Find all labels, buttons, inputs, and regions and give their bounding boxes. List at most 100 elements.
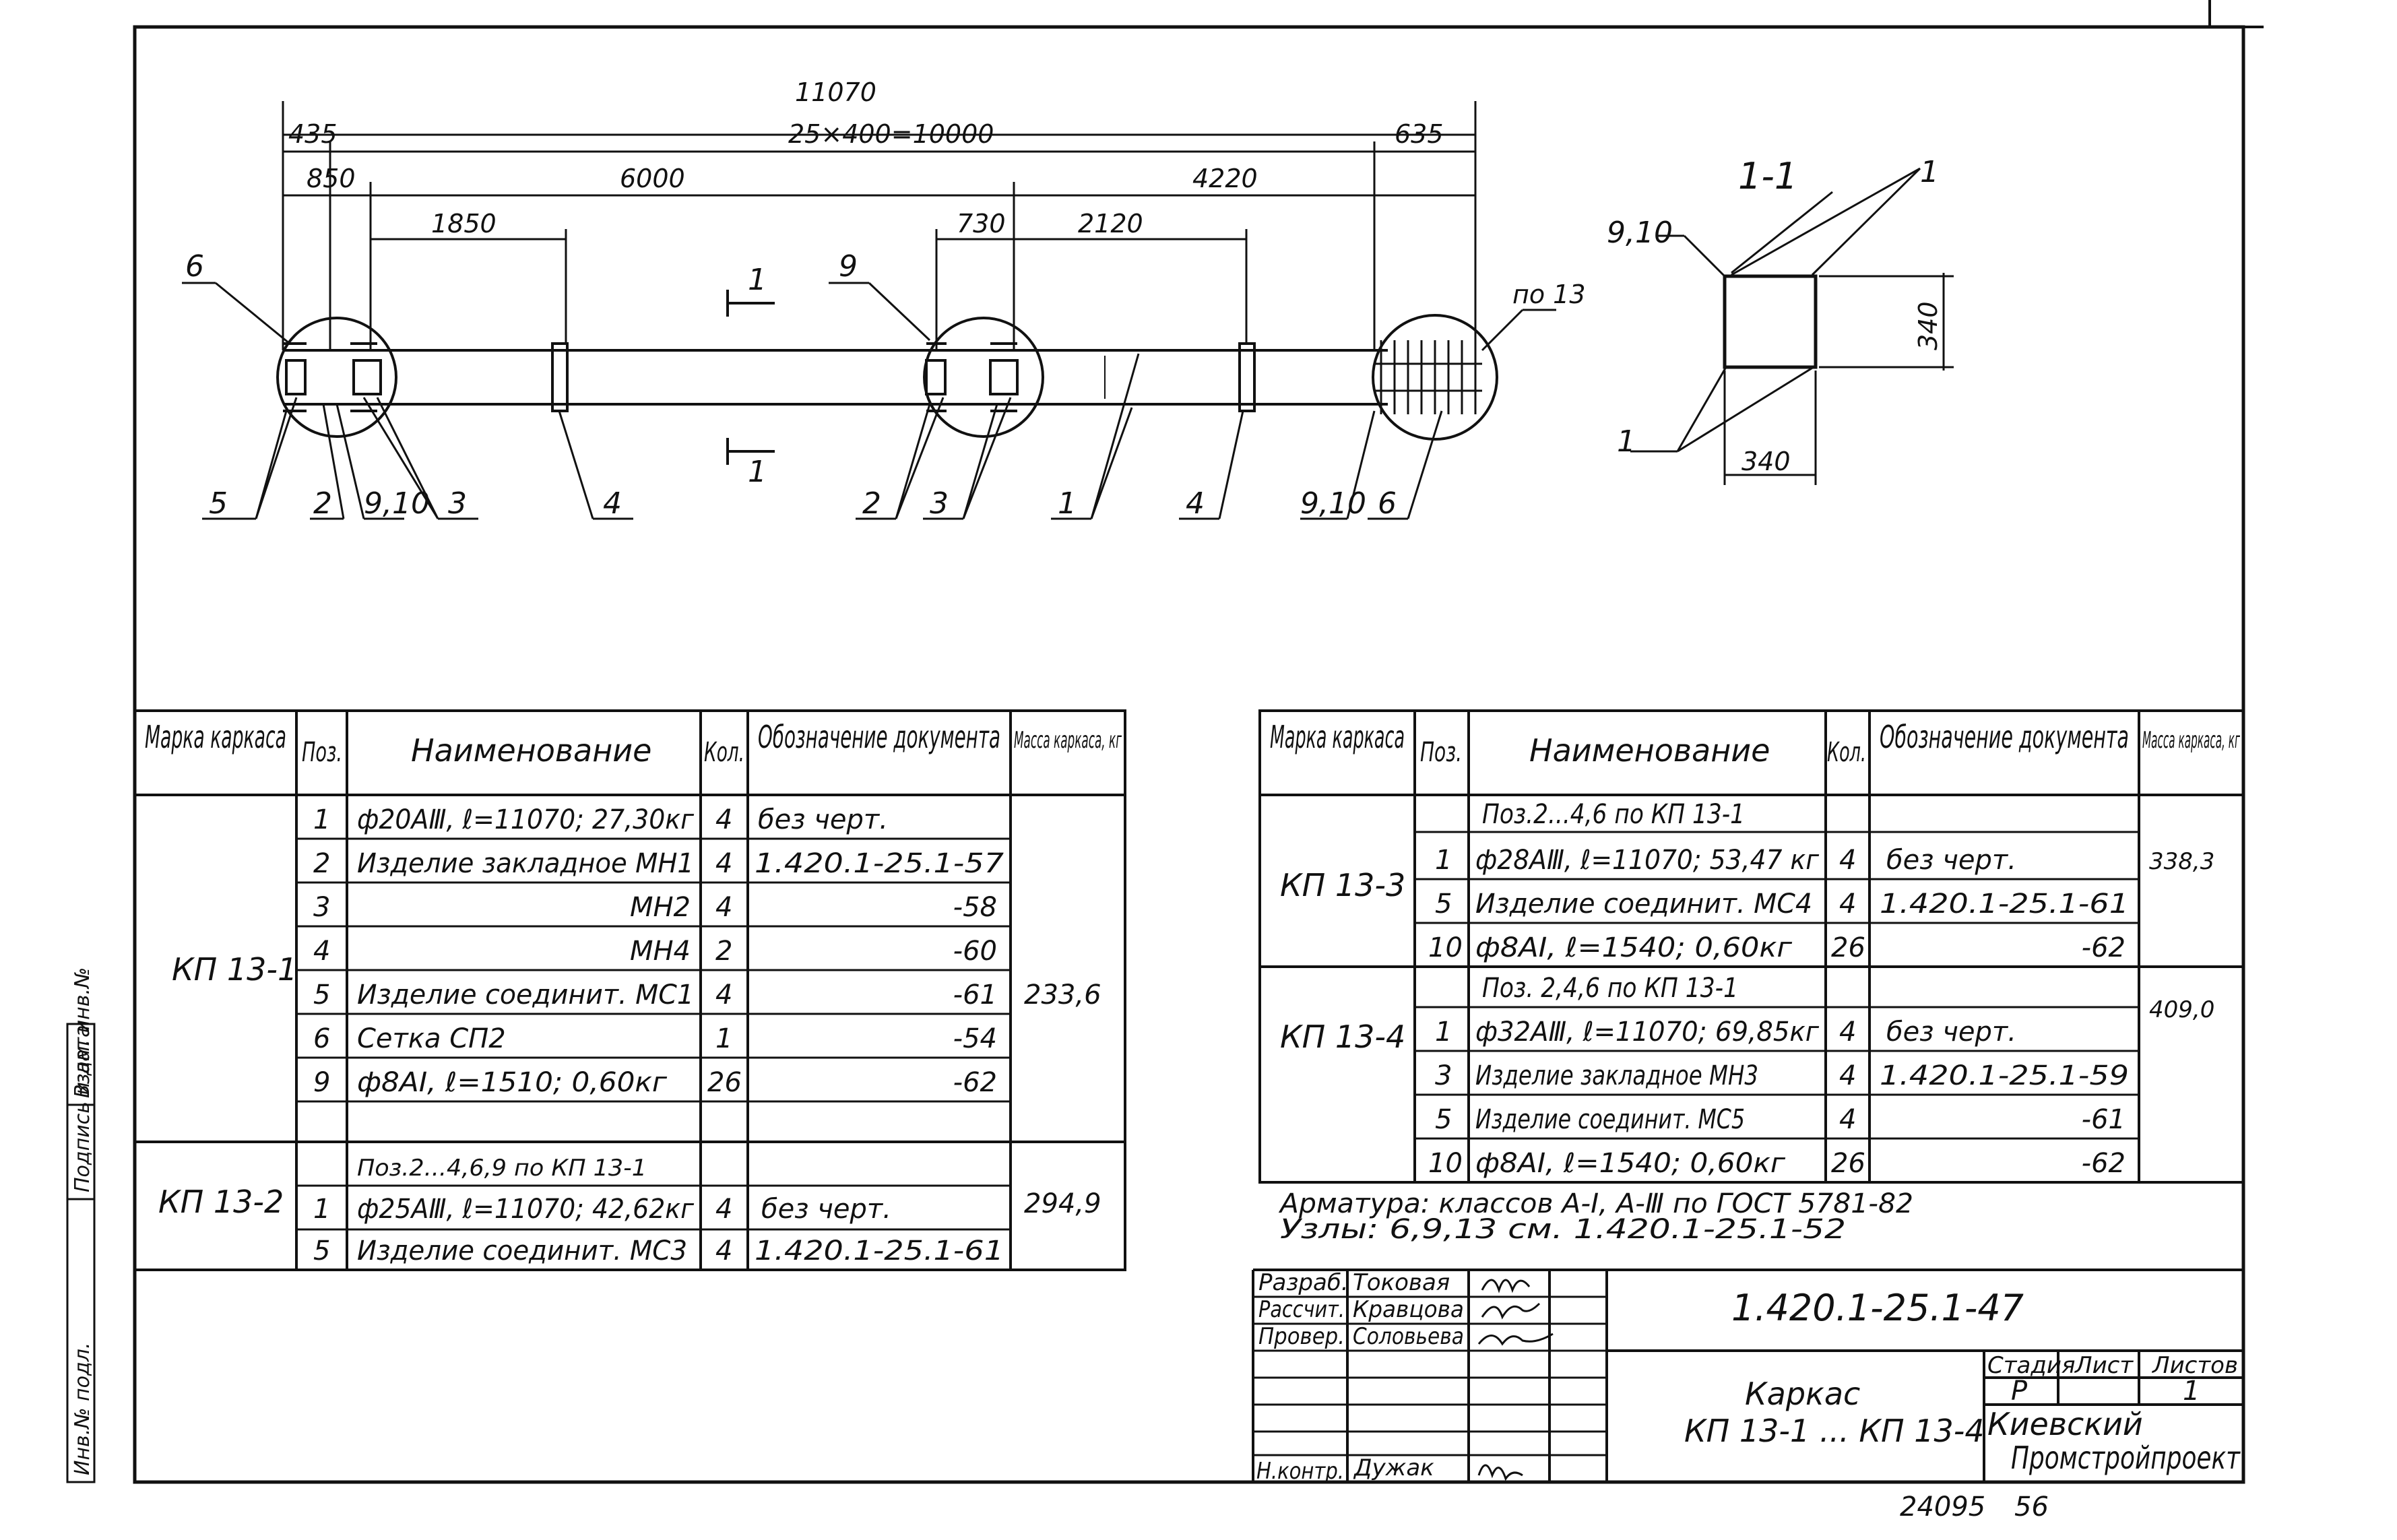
lt-r6-pos: 6	[313, 1023, 330, 1054]
section-mark-top: 1	[748, 263, 767, 297]
rt-g3-r4-qty: 26	[1831, 932, 1865, 963]
rt-header-mass: Масса каркаса, кг	[2142, 727, 2241, 754]
lt-g2-r2-name: ф25АⅢ, ℓ=11070; 42,62кг	[357, 1194, 695, 1225]
rt-g4-r4-qty: 4	[1839, 1104, 1856, 1135]
tb-org-line2: Промстройпроект	[2011, 1440, 2241, 1476]
lt-header-qty: Кол.	[704, 737, 744, 768]
dim-6000: 6000	[620, 164, 685, 193]
detail-circle-right	[1372, 314, 1498, 441]
section-label-left: 9,10	[1607, 216, 1673, 250]
lt-r7-name: ф8АⅠ, ℓ=1510; 0,60кг	[357, 1067, 668, 1098]
section-label-bottom: 1	[1617, 424, 1636, 459]
section-mark-bottom: 1	[748, 455, 767, 489]
tb-role-1: Разраб.	[1258, 1269, 1349, 1296]
lt-r2-name: Изделие закладное МН1	[357, 848, 694, 879]
lt-g2-r2-qty: 4	[715, 1194, 732, 1225]
callout-9-10-left: 9,10	[364, 486, 430, 521]
lt-r4-doc: -60	[953, 936, 997, 967]
tb-org-line1: Киевский	[1987, 1406, 2143, 1442]
rt-g3-r3-pos: 5	[1435, 889, 1452, 920]
lt-r1-doc: без черт.	[758, 804, 888, 835]
rt-g4-r5-qty: 26	[1831, 1148, 1865, 1179]
lt-header-mark: Марка каркаса	[145, 719, 286, 755]
note-reinforcement: Арматура: классов А-Ⅰ, А-Ⅲ по ГОСТ 5781-…	[1278, 1188, 1913, 1219]
lt-r7-qty: 26	[707, 1067, 742, 1098]
rt-g3-r2-name: ф28АⅢ, ℓ=11070; 53,47 кг	[1475, 845, 1820, 876]
tb-sheets: 1	[2183, 1376, 2200, 1407]
tb-name-2: Кравцова	[1353, 1296, 1464, 1323]
callout-6-right: 6	[1378, 486, 1397, 521]
dim-4220: 4220	[1192, 164, 1258, 193]
callout-5: 5	[209, 486, 228, 521]
side-stamp-label-2: Подпись и дата	[71, 1025, 94, 1193]
rt-header-qty: Кол.	[1827, 737, 1866, 768]
dim-right-end: 635	[1395, 119, 1444, 149]
callout-4-left: 4	[603, 486, 622, 521]
rt-group4-mark: КП 13-4	[1280, 1019, 1405, 1055]
section-label-top: 1	[1920, 155, 1939, 189]
section-1-1	[1630, 167, 1954, 485]
footer-number: 24095	[1900, 1491, 1985, 1522]
lt-r5-name: Изделие соединит. МС1	[357, 980, 694, 1010]
callout-3-left: 3	[448, 486, 467, 521]
lt-r3-qty: 4	[715, 892, 732, 923]
callout-6-left: 6	[185, 249, 204, 284]
dim-spacing: 25×400=10000	[788, 119, 994, 149]
dim-left-end: 435	[288, 119, 338, 149]
rt-g4-r3-qty: 4	[1839, 1060, 1856, 1091]
tb-doc-code: 1.420.1-25.1-47	[1731, 1287, 2024, 1329]
rt-g3-r3-doc: 1.420.1-25.1-61	[1880, 889, 2129, 920]
note-nodes: Узлы: 6,9,13 см. 1.420.1-25.1-52	[1280, 1214, 1846, 1245]
lt-header-doc: Обозначение документа	[758, 719, 1000, 755]
rt-g3-r2-pos: 1	[1435, 845, 1452, 876]
lt-r4-pos: 4	[313, 936, 330, 967]
lt-r4-qty: 2	[715, 936, 732, 967]
section-dim-vertical: 340	[1913, 301, 1943, 350]
tb-name-1: Токовая	[1353, 1269, 1450, 1296]
rt-g3-r4-name: ф8АⅠ, ℓ=1540; 0,60кг	[1475, 932, 1793, 963]
rt-header-mark: Марка каркаса	[1270, 719, 1405, 755]
lt-g2-r3-pos: 5	[313, 1236, 330, 1266]
side-stamp-label-3: Взам. инв.№	[71, 967, 94, 1098]
tb-name-4: Дужак	[1353, 1454, 1434, 1481]
lt-r3-doc: -58	[953, 892, 997, 923]
lt-group2-mark: КП 13-2	[158, 1184, 284, 1220]
tb-sheet-label: Лист	[2074, 1352, 2134, 1379]
lt-r5-qty: 4	[715, 980, 732, 1010]
callout-2-left: 2	[313, 486, 332, 521]
detail-circle-mid	[923, 317, 1044, 438]
rt-g3-r1-name: Поз.2...4,6 по КП 13-1	[1482, 799, 1745, 830]
lt-r4-name: МН4	[630, 936, 691, 967]
callout-9: 9	[839, 249, 858, 284]
lt-r2-pos: 2	[313, 848, 330, 879]
footer-format: 56	[2014, 1491, 2049, 1522]
tb-sheets-label: Листов	[2151, 1352, 2238, 1379]
rt-g4-r2-name: ф32АⅢ, ℓ=11070; 69,85кг	[1475, 1017, 1820, 1048]
lt-group1-mark: КП 13-1	[172, 951, 297, 988]
lt-r1-name: ф20АⅢ, ℓ=11070; 27,30кг	[357, 804, 695, 835]
rt-g4-r5-doc: -62	[2082, 1148, 2126, 1179]
lt-g2-r1-name: Поз.2...4,6,9 по КП 13-1	[357, 1155, 647, 1182]
signature-marks	[1477, 1279, 1554, 1481]
rt-g3-r2-doc: без черт.	[1886, 845, 2016, 876]
lt-r2-qty: 4	[715, 848, 732, 879]
section-dim-horizontal: 340	[1741, 447, 1791, 476]
rt-g3-r3-qty: 4	[1839, 889, 1856, 920]
dim-2120: 2120	[1078, 209, 1143, 238]
section-title: 1-1	[1738, 155, 1797, 197]
lt-r6-qty: 1	[715, 1023, 732, 1054]
title-block-grid	[1252, 1269, 2243, 1482]
rt-header-pos: Поз.	[1420, 737, 1462, 768]
lt-g2-r2-doc: без черт.	[761, 1194, 891, 1225]
rt-g4-r4-pos: 5	[1435, 1104, 1452, 1135]
tb-stage-label: Стадия	[1987, 1352, 2075, 1379]
lt-r1-qty: 4	[715, 804, 732, 835]
rt-g3-r3-name: Изделие соединит. МС4	[1475, 889, 1812, 920]
dim-overall: 11070	[795, 77, 876, 107]
lt-r5-pos: 5	[313, 980, 330, 1010]
rt-header-doc: Обозначение документа	[1880, 719, 2129, 755]
lt-r6-name: Сетка СП2	[357, 1023, 506, 1054]
rt-g4-r3-doc: 1.420.1-25.1-59	[1880, 1060, 2129, 1091]
lt-r7-doc: -62	[953, 1067, 997, 1098]
